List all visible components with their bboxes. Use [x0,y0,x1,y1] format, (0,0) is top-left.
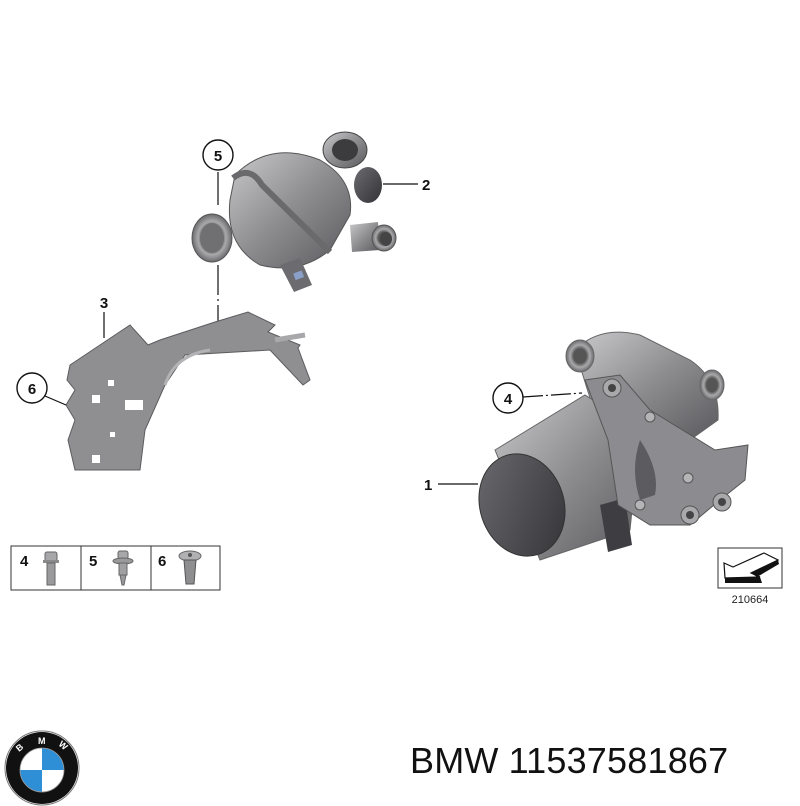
svg-text:4: 4 [504,391,513,408]
callout-2: 2 [383,177,430,194]
legend-cell-6: 6 [158,550,202,585]
thermostat-housing-part [191,131,397,292]
mounting-bracket-part [65,311,311,471]
svg-text:6: 6 [28,381,36,398]
part-number: 11537581867 [508,740,729,781]
callout-4: 4 [492,382,583,414]
callout-1: 1 [424,477,478,494]
svg-text:B: B [14,741,26,753]
callout-5: 5 [202,139,234,325]
torx-pan-screw-icon [178,550,202,585]
callout-3: 3 [100,295,108,338]
legend-cell-5: 5 [89,550,134,586]
coolant-pump-part [478,331,749,561]
svg-text:2: 2 [422,177,430,194]
legend-cell-4: 4 [20,551,59,586]
collar-bolt-icon [112,550,134,586]
callout-6: 6 [16,372,67,406]
svg-text:3: 3 [100,295,108,312]
brand-name: BMW [410,740,499,781]
hex-flange-bolt-icon [43,551,59,586]
svg-text:5: 5 [214,148,222,165]
svg-text:M: M [38,736,46,746]
fastener-legend: 4 5 6 [10,545,221,591]
bmw-logo-icon: B M W [4,730,80,806]
direction-box [717,547,783,589]
svg-text:5: 5 [89,553,97,570]
svg-text:6: 6 [158,553,166,570]
arrow-direction-icon [723,552,780,583]
svg-text:1: 1 [424,477,432,494]
reference-number: 210664 [732,594,769,606]
svg-text:4: 4 [20,553,29,570]
